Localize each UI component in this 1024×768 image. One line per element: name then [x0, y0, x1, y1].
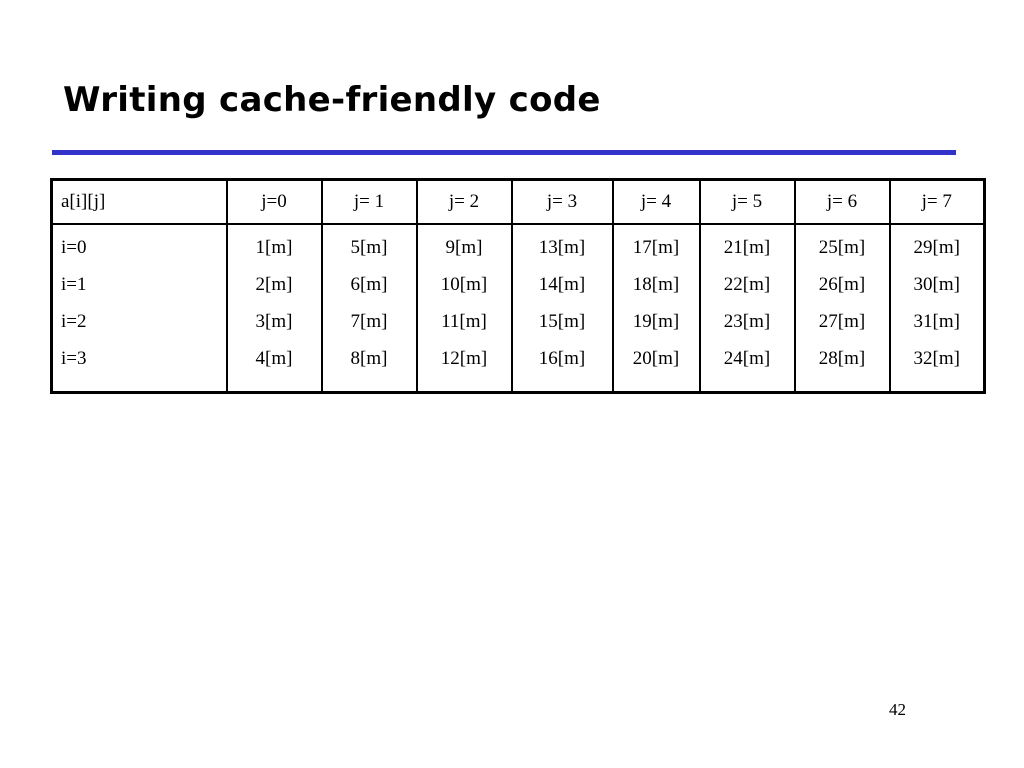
table-cell: 5[m]	[350, 237, 388, 258]
table-cell: 3[m]	[255, 311, 293, 332]
column-cell-j6: 25[m] 26[m] 27[m] 28[m]	[793, 224, 891, 393]
table-cell: 19[m]	[632, 311, 680, 332]
table-cell: 14[m]	[538, 274, 586, 295]
table-cell: 22[m]	[723, 274, 771, 295]
table-cell: 17[m]	[632, 237, 680, 258]
table-cell: 26[m]	[818, 274, 866, 295]
column-cell-j7: 29[m] 30[m] 31[m] 32[m]	[888, 224, 986, 393]
table-cell: 21[m]	[723, 237, 771, 258]
column-cell-j0: 1[m] 2[m] 3[m] 4[m]	[225, 224, 323, 393]
column-header: j= 3	[510, 179, 614, 225]
table-cell: 9[m]	[445, 237, 483, 258]
header-row: a[i][j] j=0 j= 1 j= 2 j= 3 j= 4 j= 5 j= …	[50, 179, 986, 225]
table-cell: 32[m]	[913, 348, 960, 369]
column-cell-j4: 17[m] 18[m] 19[m] 20[m]	[611, 224, 701, 393]
row-label: i=3	[61, 348, 87, 369]
table-cell: 4[m]	[255, 348, 293, 369]
table-cell: 18[m]	[632, 274, 680, 295]
column-header: j=0	[225, 179, 323, 225]
corner-header: a[i][j]	[50, 179, 228, 225]
table-cell: 12[m]	[440, 348, 488, 369]
column-cell-j2: 9[m] 10[m] 11[m] 12[m]	[415, 224, 513, 393]
table-cell: 28[m]	[818, 348, 866, 369]
table-cell: 1[m]	[255, 237, 293, 258]
table-cell: 27[m]	[818, 311, 866, 332]
table-cell: 25[m]	[818, 237, 866, 258]
column-header: j= 1	[320, 179, 418, 225]
title-divider	[52, 150, 956, 155]
matrix-table: a[i][j] j=0 j= 1 j= 2 j= 3 j= 4 j= 5 j= …	[50, 178, 986, 394]
slide-title: Writing cache-friendly code	[63, 80, 601, 120]
table-cell: 6[m]	[350, 274, 388, 295]
table-cell: 8[m]	[350, 348, 388, 369]
table-cell: 7[m]	[350, 311, 388, 332]
table-cell: 20[m]	[632, 348, 680, 369]
table-cell: 10[m]	[440, 274, 488, 295]
table-cell: 29[m]	[913, 237, 960, 258]
column-header: j= 6	[793, 179, 891, 225]
row-label: i=2	[61, 311, 87, 332]
table-cell: 31[m]	[913, 311, 960, 332]
page-number: 42	[889, 700, 906, 719]
column-cell-j1: 5[m] 6[m] 7[m] 8[m]	[320, 224, 418, 393]
table-cell: 2[m]	[255, 274, 293, 295]
row-label: i=1	[61, 274, 87, 295]
column-header: j= 5	[698, 179, 796, 225]
column-cell-j5: 21[m] 22[m] 23[m] 24[m]	[698, 224, 796, 393]
table-cell: 11[m]	[441, 311, 487, 332]
row-label: i=0	[61, 237, 87, 258]
column-header: j= 4	[611, 179, 701, 225]
table-cell: 23[m]	[723, 311, 771, 332]
table-cell: 24[m]	[723, 348, 771, 369]
table-cell: 30[m]	[913, 274, 960, 295]
table-cell: 16[m]	[538, 348, 586, 369]
column-cell-j3: 13[m] 14[m] 15[m] 16[m]	[510, 224, 614, 393]
column-header: j= 2	[415, 179, 513, 225]
column-header: j= 7	[888, 179, 986, 225]
row-labels-cell: i=0 i=1 i=2 i=3	[50, 224, 228, 393]
table-cell: 13[m]	[538, 237, 586, 258]
body-row: i=0 i=1 i=2 i=3 1[m] 2[m] 3[m] 4[m] 5[m]…	[50, 224, 986, 393]
table-cell: 15[m]	[538, 311, 586, 332]
